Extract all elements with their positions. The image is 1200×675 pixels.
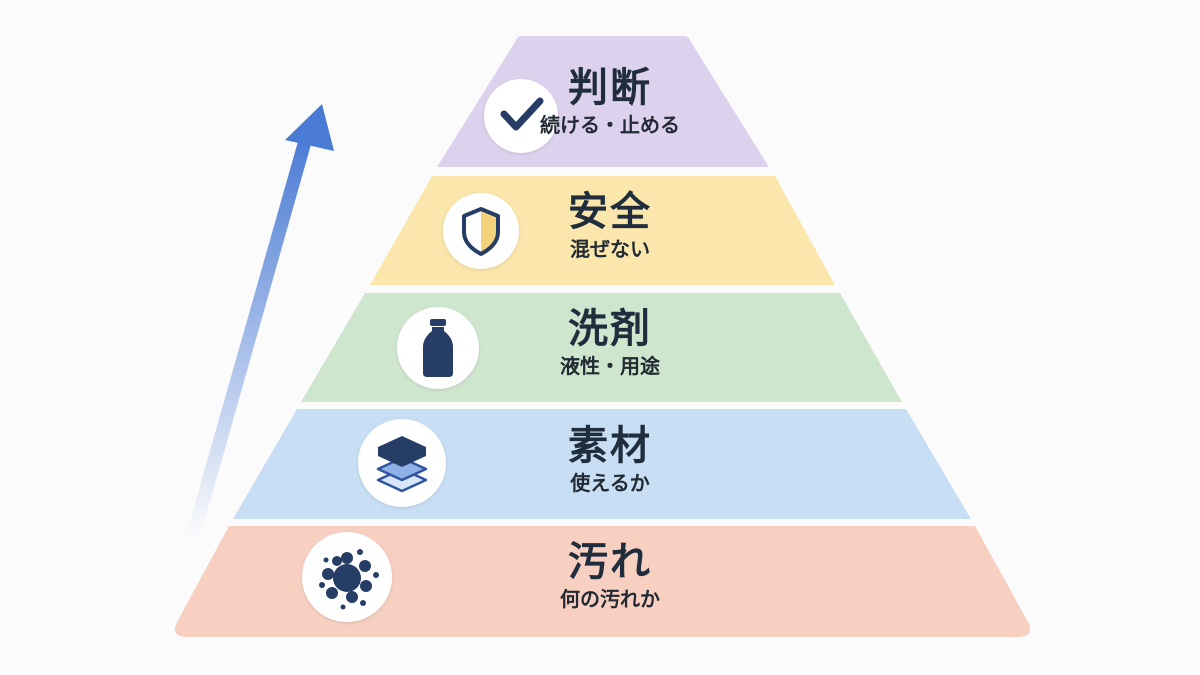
bottle-icon bbox=[423, 319, 453, 377]
splat-icon bbox=[319, 549, 379, 610]
up-arrow-icon bbox=[186, 104, 334, 537]
level-band-dirt bbox=[174, 526, 1031, 637]
level-judgment: 判断 続ける・止める bbox=[495, 64, 725, 138]
level-title: 判断 bbox=[568, 65, 652, 111]
level-subtitle: 使えるか bbox=[570, 471, 650, 495]
level-subtitle: 液性・用途 bbox=[560, 354, 660, 378]
level-subtitle: 続ける・止める bbox=[540, 113, 680, 137]
icon-circle-judgment bbox=[484, 79, 558, 153]
level-dirt: 汚れ 何の汚れか bbox=[495, 538, 725, 612]
level-safety: 安全 混ぜない bbox=[495, 188, 725, 262]
level-subtitle: 混ぜない bbox=[570, 237, 650, 261]
layers-icon bbox=[376, 436, 428, 493]
level-detergent: 洗剤 液性・用途 bbox=[495, 305, 725, 379]
level-subtitle: 何の汚れか bbox=[560, 587, 660, 611]
level-material: 素材 使えるか bbox=[495, 422, 725, 496]
checkmark-icon bbox=[500, 97, 544, 131]
level-title: 素材 bbox=[568, 423, 652, 469]
level-title: 汚れ bbox=[568, 539, 652, 585]
shield-icon bbox=[462, 207, 500, 256]
level-title: 安全 bbox=[568, 189, 652, 235]
level-title: 洗剤 bbox=[568, 306, 652, 352]
